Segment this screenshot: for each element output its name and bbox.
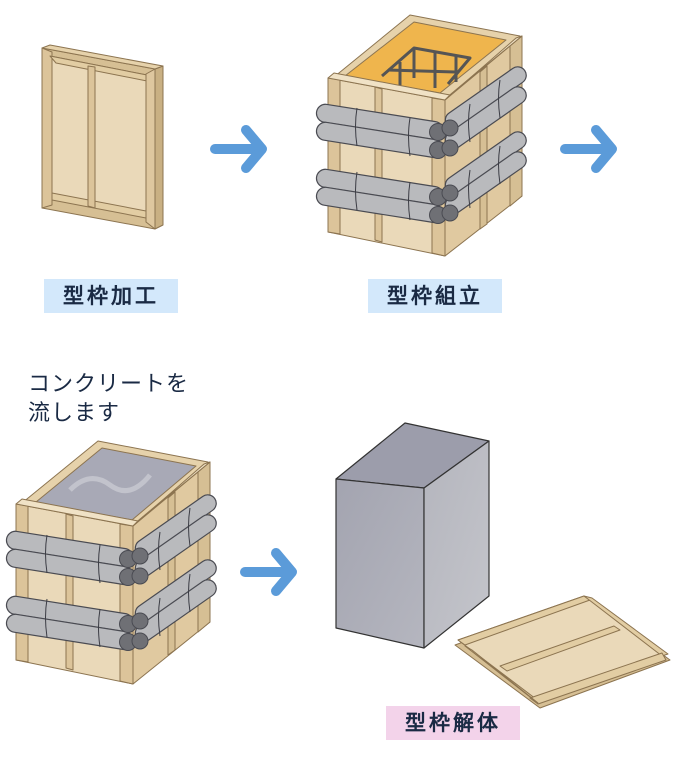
- step-label-removal: 型枠解体: [386, 706, 520, 740]
- step-caption-pouring: コンクリートを 流します: [28, 372, 190, 426]
- right-arrow-icon: [210, 125, 267, 173]
- step-label-assembly: 型枠組立: [368, 279, 502, 313]
- right-arrow-icon: [560, 125, 617, 173]
- step-label-fabrication: 型枠加工: [44, 279, 178, 313]
- right-arrow-icon: [240, 548, 297, 596]
